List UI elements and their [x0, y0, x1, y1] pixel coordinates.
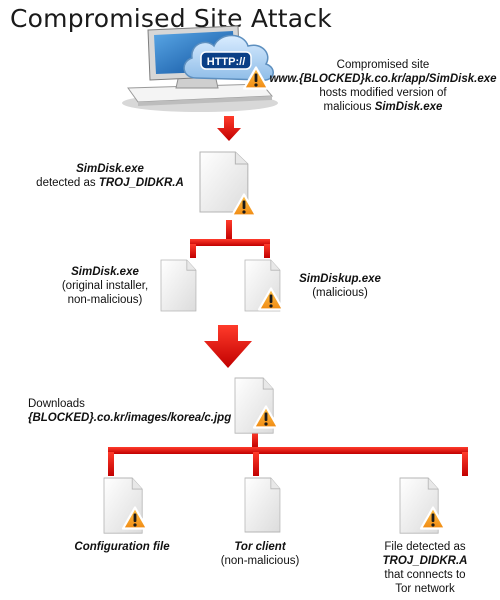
download-label: Downloads {BLOCKED}.co.kr/images/korea/c… — [28, 397, 248, 425]
connector-drop-2c — [462, 452, 468, 476]
document-icon-tor — [244, 477, 281, 533]
detected-file-label: File detected as TROJ_DIDKR.A that conne… — [382, 541, 468, 595]
arrow-down-small — [217, 116, 241, 141]
connector-stem-2 — [252, 432, 258, 448]
http-label: HTTP:// — [207, 56, 246, 68]
site-label: Compromised site www.{BLOCKED}k.co.kr/ap… — [269, 59, 497, 113]
download-url: {BLOCKED}.co.kr/images/korea/c.jpg — [28, 412, 232, 424]
connector-bar-1 — [190, 239, 270, 246]
connector-drop-1a — [190, 244, 196, 258]
simdisk-label: SimDisk.exe detected as TROJ_DIDKR.A — [36, 163, 184, 189]
arrow-down-large — [204, 325, 252, 368]
site-url: www.{BLOCKED}k.co.kr/app/SimDisk.exe — [269, 73, 497, 85]
connector-drop-1b — [264, 244, 270, 258]
connector-drop-2b — [253, 452, 259, 476]
connector-bar-2 — [108, 447, 468, 454]
config-file-label: Configuration file — [74, 541, 170, 553]
connectors — [108, 116, 468, 476]
page-title: Compromised Site Attack — [10, 4, 332, 33]
cloud-icon: HTTP:// — [183, 34, 274, 81]
document-icon-original — [160, 259, 197, 312]
simdiskup-label: SimDiskup.exe (malicious) — [299, 273, 381, 299]
tor-client-label: Tor client (non-malicious) — [220, 541, 300, 567]
connector-drop-2a — [108, 452, 114, 476]
connector-stem-1 — [226, 220, 232, 240]
original-installer-label: SimDisk.exe (original installer, non-mal… — [61, 266, 149, 306]
